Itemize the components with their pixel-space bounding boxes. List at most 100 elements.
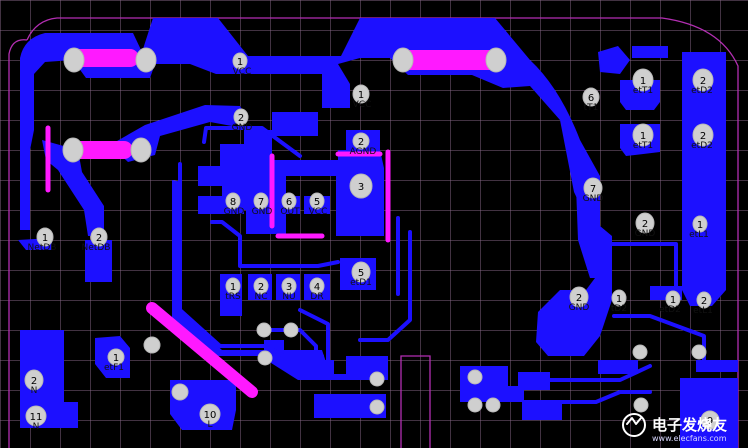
pad-label-5: 5 <box>314 197 320 208</box>
pad-bottom-2 <box>253 277 269 295</box>
watermark-main: 电子发烧友 <box>652 416 727 434</box>
bottom-right-cluster-a <box>460 366 550 402</box>
pad-agnd <box>352 132 370 150</box>
pad-label-bottom-1: 1 <box>230 282 236 293</box>
pad-layer <box>24 47 720 430</box>
right-top-pad-b <box>632 46 668 58</box>
pad-right-t1 <box>632 68 654 92</box>
pad-bottom-5 <box>351 261 371 283</box>
watermark: 电子发烧友 www.elecfans.com <box>622 413 727 443</box>
net-label-bottom-3: NU <box>282 292 295 302</box>
net-label-left-2: NetDB <box>82 243 111 253</box>
net-label-6: OUT <box>280 207 300 217</box>
pad-right-d2b <box>692 123 714 147</box>
pad-left-1 <box>36 227 54 247</box>
right-vertical-gnd <box>576 176 612 278</box>
pad-n-2 <box>24 369 44 391</box>
pad-label-right-d2a: 2 <box>700 76 706 87</box>
net-label-lower-gnd: GND <box>569 303 590 313</box>
pad-label-right-l2: 2 <box>701 296 707 307</box>
net-label-n-11: N <box>33 422 40 432</box>
pad-label-right-l1: 1 <box>697 220 703 231</box>
pad-7 <box>253 192 269 210</box>
pad-3 <box>349 173 373 199</box>
right-mid-pad-b <box>598 360 638 374</box>
pad-mid-left-b <box>130 137 152 163</box>
net-label-8: GND <box>224 207 245 217</box>
pad-bottom-right-d <box>633 397 649 413</box>
pad-right-small-b <box>691 344 707 360</box>
net-label-top-vcc: VCC <box>233 67 252 77</box>
controller-main-copper <box>198 130 384 236</box>
pad-bottom-4 <box>309 277 325 295</box>
trace-bottom-mid <box>262 328 318 368</box>
pad-bottom-right-e <box>700 410 720 430</box>
pad-label-bottom-right: 9 <box>707 416 713 427</box>
net-label-bottom-1: tRS <box>225 292 241 302</box>
pad-bottom-3 <box>281 277 297 295</box>
pad-label-lower-netd2: 1 <box>670 295 676 306</box>
net-label-7: GND <box>252 207 273 217</box>
mains-n-pad <box>20 330 78 428</box>
pad-label-3: 3 <box>358 182 364 193</box>
net-label-n-2: N <box>31 386 38 396</box>
pad-label-mid-vcc: 1 <box>358 90 364 101</box>
trace-bottom-right <box>534 390 652 404</box>
pad-lower-gnd <box>569 286 589 308</box>
net-label-right-gnd-7: GND <box>583 194 604 204</box>
pad-label-fuse: 1 <box>113 353 119 364</box>
pad-top-vcc <box>232 52 248 70</box>
left-diode-trace-a <box>42 140 104 236</box>
pad-label-right-gnd-2: 2 <box>642 219 648 230</box>
pad-right-t1-small <box>582 87 600 107</box>
pad-6 <box>281 192 297 210</box>
pad-top-left-b <box>135 47 157 73</box>
trace-right-bottom <box>538 364 652 382</box>
net-label-right-l2: etL1 <box>693 306 713 316</box>
pad-label-left-2: 2 <box>96 233 102 244</box>
pad-label-agnd: 2 <box>358 137 364 148</box>
pcb-text-labels: 1 VCC 1 VCC 2 AGND 2 GND 8 GND 7 GND 6 O… <box>28 57 714 432</box>
net-label-fuse: etF1 <box>104 363 124 373</box>
pad-mid-vcc <box>352 84 370 104</box>
net-label-right-t1-small: tT1 <box>584 103 599 113</box>
trace-center-a <box>210 220 340 268</box>
pad-label-n-2: 2 <box>31 376 37 387</box>
pad-diagonal-start <box>143 336 161 354</box>
pad-label-right-d2b: 2 <box>700 131 706 142</box>
pad-gnd-top <box>233 108 249 126</box>
net-label-right-t1b: etT1 <box>633 141 653 151</box>
copper-traces <box>178 126 706 404</box>
pad-8 <box>225 192 241 210</box>
pad-label-right-t1: 1 <box>640 76 646 87</box>
pad-bottom-1 <box>225 277 241 295</box>
pad-mid-left-a <box>62 137 84 163</box>
right-mid-pad-c <box>696 360 738 372</box>
pad-label-8: 8 <box>230 197 236 208</box>
net-label-lower-netd2: etD2 <box>659 305 681 315</box>
pad-label-6: 6 <box>286 197 292 208</box>
pad-small-d <box>369 371 385 387</box>
pad-label-bottom-5: 5 <box>358 268 364 279</box>
pad-right-gnd-2 <box>635 212 655 234</box>
trace-gnd-top <box>202 126 302 158</box>
pad-left-2 <box>90 227 108 247</box>
pad-label-right-t1b: 1 <box>640 131 646 142</box>
diagonal-highlight <box>146 302 258 398</box>
pad-n-11 <box>25 405 47 427</box>
pad-label-right-t1-small: 6 <box>588 93 594 104</box>
pad-small-a <box>257 350 273 366</box>
pad-right-l2 <box>696 291 712 309</box>
net-label-mid-vcc: VCC <box>353 100 372 110</box>
pad-top-right-a <box>392 47 414 73</box>
pad-l-10 <box>199 403 221 425</box>
pad-right-t1b <box>632 123 654 147</box>
net-label-bottom-2: NC <box>254 292 267 302</box>
pad-bottom-right-a <box>467 369 483 385</box>
net-label-l: L <box>207 420 212 430</box>
net-label-bottom-5: etD1 <box>350 278 372 288</box>
pad-label-right-gnd-7: 7 <box>590 184 596 195</box>
pad-5 <box>309 192 325 210</box>
pad-label-top-vcc: 1 <box>237 57 243 68</box>
